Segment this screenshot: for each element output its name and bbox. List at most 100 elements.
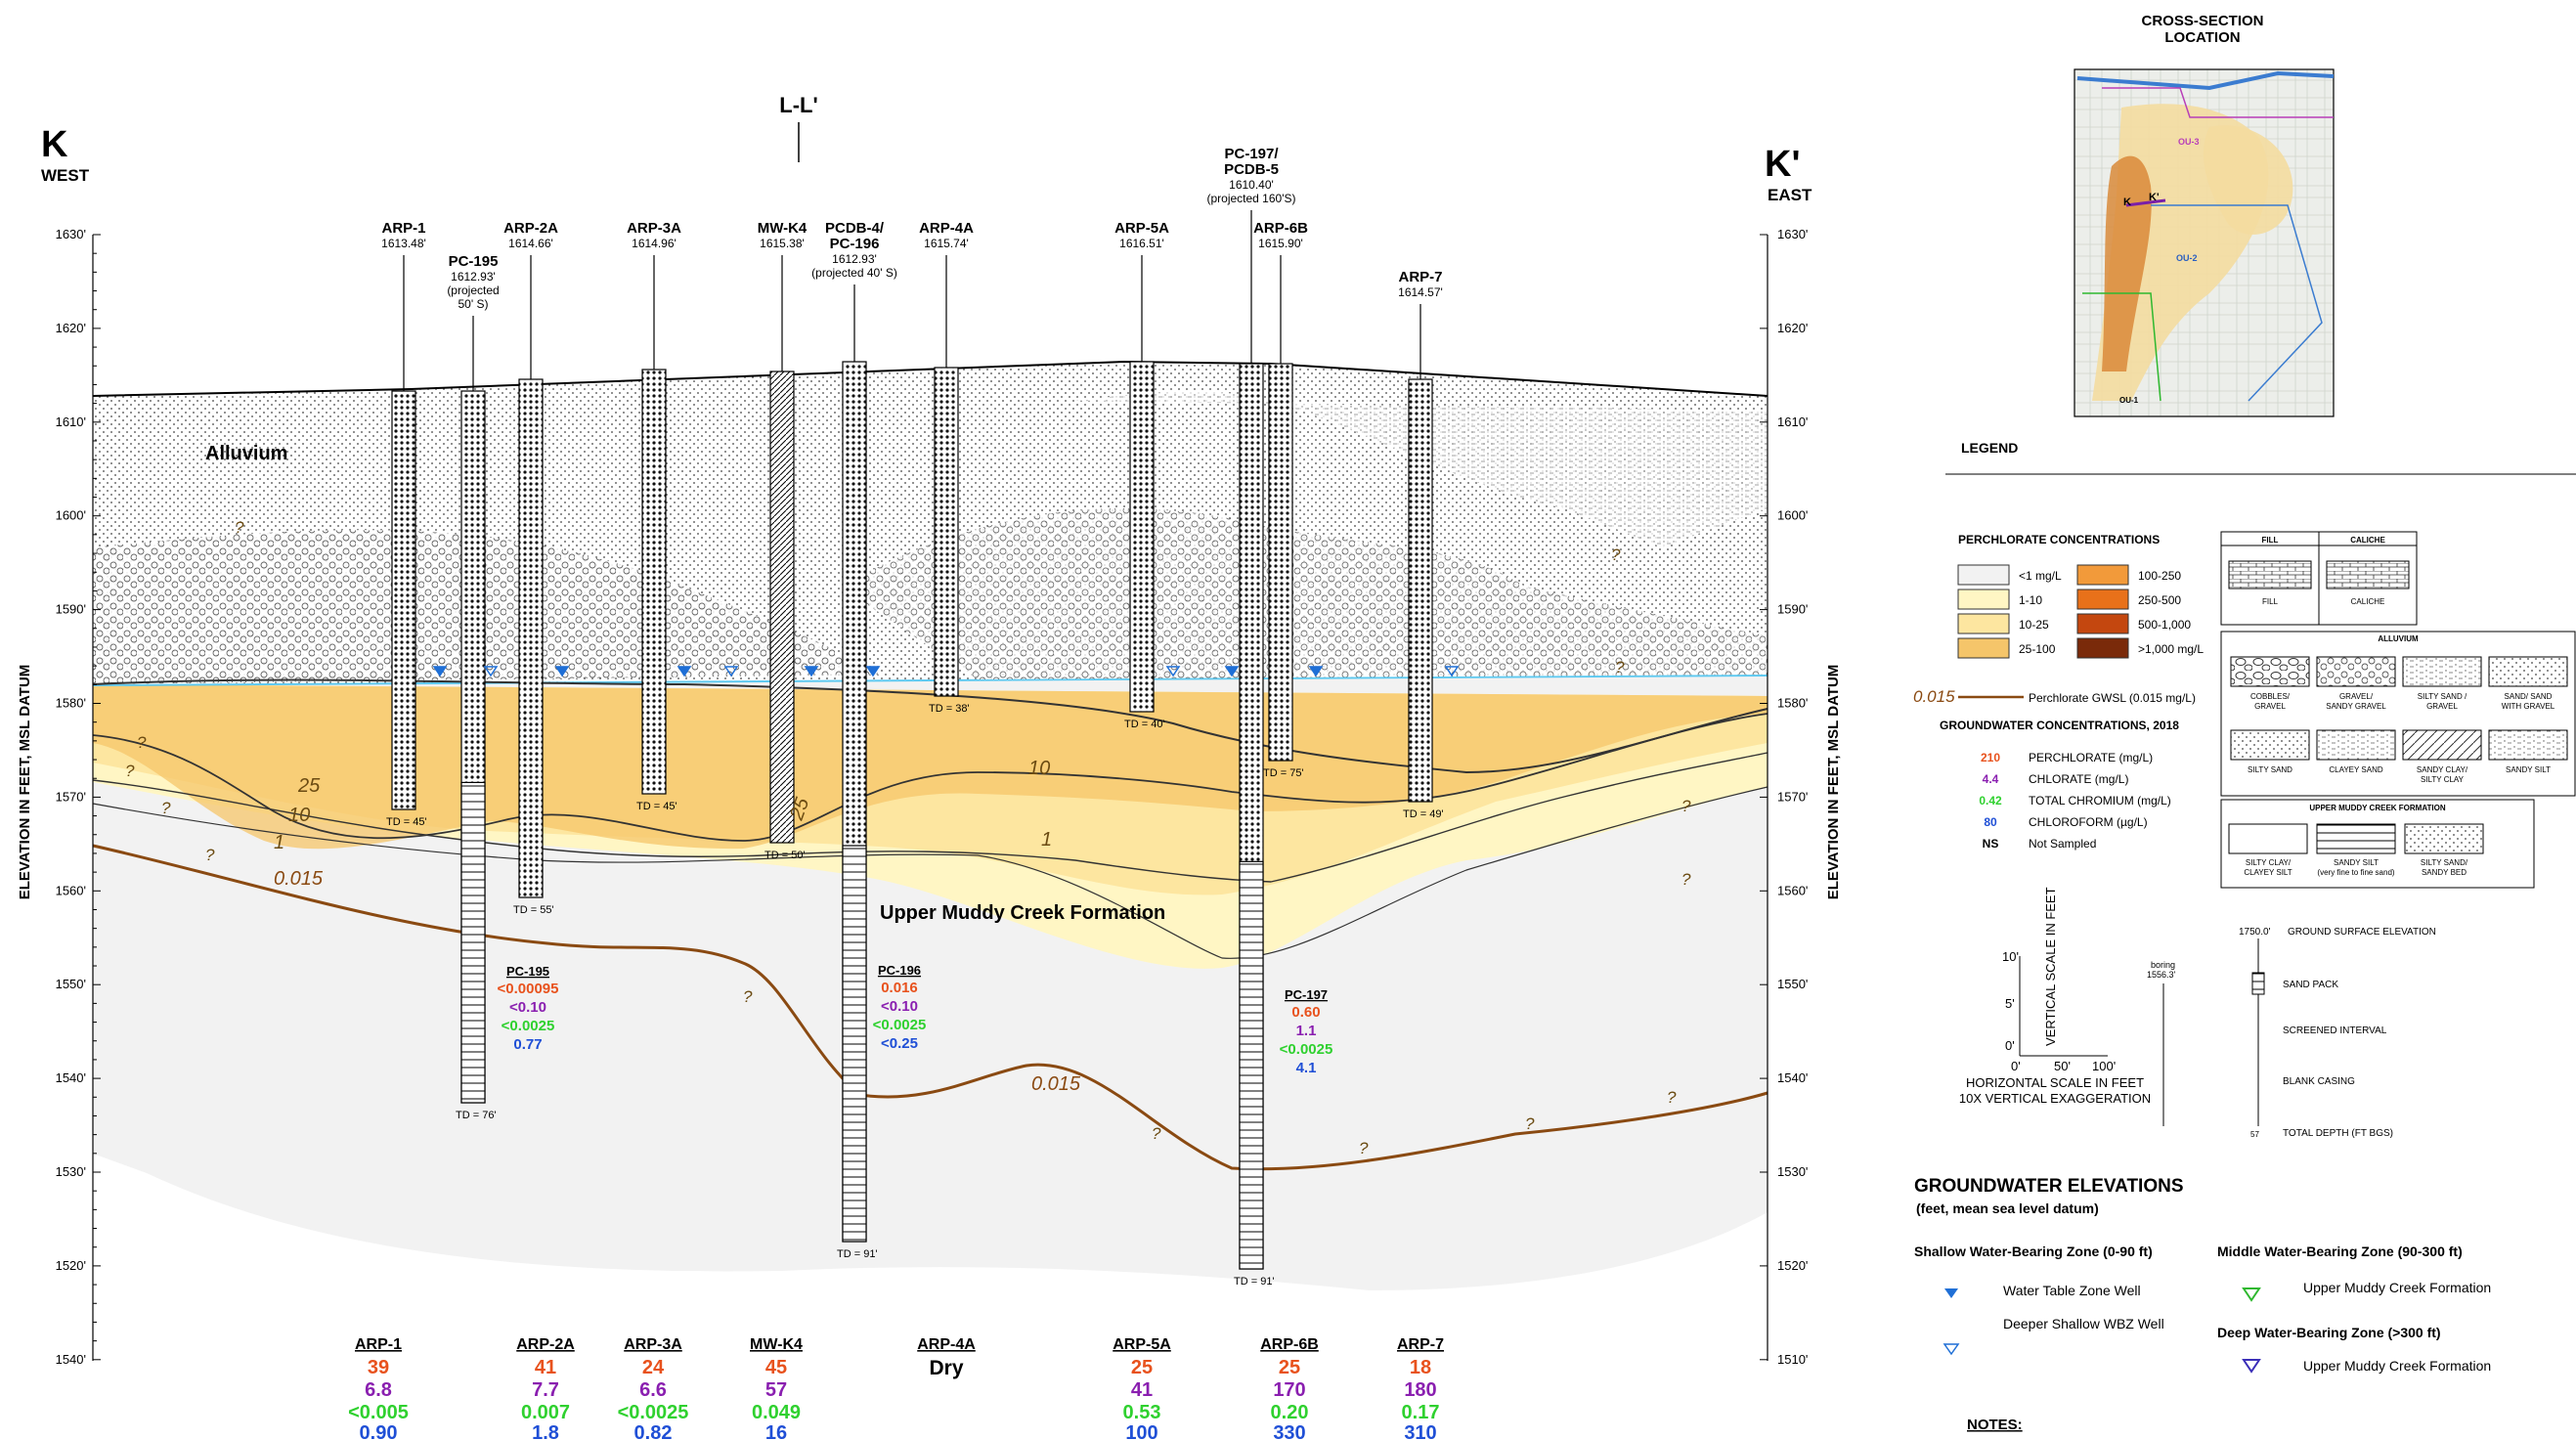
well-td: TD = 45'	[636, 801, 677, 812]
deep-chloroform: 0.77	[513, 1036, 542, 1053]
boring-elev: 1556.3'	[2147, 970, 2176, 980]
perc-swatch	[2076, 564, 2129, 586]
gravel-unit	[93, 530, 880, 684]
gwe-legend: GROUNDWATER ELEVATIONS (feet, mean sea l…	[1914, 1176, 2491, 1433]
result-chloroform: 310	[1404, 1422, 1436, 1440]
question-mark: ?	[161, 799, 171, 817]
gwsl-value: 0.015	[1913, 687, 1955, 706]
gwe-sub: (feet, mean sea level datum)	[1916, 1200, 2099, 1216]
middle-zone: Middle Water-Bearing Zone (90-300 ft)	[2217, 1244, 2463, 1259]
water-level-icon	[1308, 666, 1324, 677]
deep-perchlorate: 0.60	[1291, 1004, 1320, 1021]
inset-ou2: OU-2	[2176, 253, 2198, 263]
result-well-id: ARP-7	[1397, 1336, 1444, 1353]
deep-chromium: <0.0025	[873, 1017, 927, 1033]
left-tick-label: 1590'	[56, 602, 86, 617]
right-tick-label: 1550'	[1777, 977, 1808, 991]
result-well-id: ARP-1	[355, 1336, 402, 1353]
perc-label: 500-1,000	[2138, 618, 2191, 632]
question-mark: ?	[205, 846, 215, 864]
alluvium-legend: ALLUVIUM	[2220, 631, 2576, 797]
contour-10	[92, 752, 1768, 883]
well-elevation: 1610.40'	[1229, 178, 1274, 192]
umcf-swatch-label: SILTY SAND/	[2421, 858, 2468, 867]
umc1-label: Upper Muddy Creek Formation	[2303, 1280, 2491, 1295]
scale-bar: VERTICAL SCALE IN FEET 10' 5' 0' 0' 50' …	[1959, 887, 2151, 1106]
water-level-icon	[554, 666, 570, 677]
gwe-title: GROUNDWATER ELEVATIONS	[1914, 1176, 2184, 1197]
deep-chloroform: <0.25	[881, 1035, 918, 1052]
gw-legend-value: 0.42	[1979, 794, 2002, 807]
umcf-head: UPPER MUDDY CREEK FORMATION	[2309, 804, 2445, 812]
gwsl-legend: 0.015 Perchlorate GWSL (0.015 mg/L)	[1913, 687, 2196, 706]
alluvium-swatch-label: GRAVEL/	[2339, 692, 2374, 701]
water-level-icon	[677, 666, 692, 677]
alluvium-swatch-label: CLAYEY SAND	[2329, 765, 2383, 774]
umcf-swatch-label: SANDY BED	[2422, 868, 2467, 877]
result-well-id: ARP-3A	[624, 1336, 682, 1353]
water-level-icon	[804, 666, 819, 677]
perc-label: 10-25	[2019, 618, 2049, 632]
result-chlorate: 180	[1404, 1379, 1436, 1401]
result-perchlorate: 25	[1131, 1357, 1153, 1378]
well-td: TD = 45'	[386, 816, 427, 828]
inset-ou3: OU-3	[2178, 137, 2200, 147]
umcf-label: Upper Muddy Creek Formation	[880, 902, 1165, 924]
right-tick-label: 1630'	[1777, 227, 1808, 241]
deep-chromium: <0.0025	[1280, 1041, 1333, 1058]
well-id: ARP-6B	[1253, 220, 1308, 237]
right-tick-label: 1520'	[1777, 1258, 1808, 1273]
right-tick-label: 1620'	[1777, 321, 1808, 335]
well-td: TD = 75'	[1263, 767, 1304, 779]
result-chromium: 0.049	[752, 1402, 801, 1423]
deep-title: PC-197	[1285, 987, 1328, 1002]
well-column	[1408, 378, 1433, 803]
gw-legend-value: NS	[1983, 837, 1999, 851]
umcf-swatch-label: (very fine to fine sand)	[2317, 868, 2394, 877]
question-mark: ?	[1611, 545, 1621, 564]
inset-title-1: CROSS-SECTION	[2141, 13, 2263, 29]
result-well-id: ARP-4A	[917, 1336, 976, 1353]
umcf-swatch	[2404, 823, 2484, 854]
kprime-label: K'	[1765, 144, 1800, 185]
contour-label-10-b: 10	[1028, 758, 1050, 779]
deeper-shallow-icon	[1943, 1343, 1960, 1356]
well-elevation: 1616.51'	[1119, 237, 1164, 250]
right-tick-label: 1610'	[1777, 415, 1808, 429]
well-note: (projected	[447, 284, 499, 297]
well-id: ARP-7	[1398, 269, 1442, 285]
well-id: ARP-2A	[503, 220, 558, 237]
water-level-icon	[1224, 666, 1240, 677]
alluvium-swatch-label: SANDY CLAY/	[2417, 765, 2468, 774]
well-td: TD = 50'	[764, 850, 806, 861]
perc-label: 100-250	[2138, 569, 2181, 583]
result-chloroform: 100	[1125, 1422, 1157, 1440]
contour-label-1-b: 1	[1041, 829, 1052, 851]
result-chloroform: 330	[1273, 1422, 1305, 1440]
well-id: ARP-4A	[919, 220, 974, 237]
well-elevation: 1614.96'	[632, 237, 677, 250]
result-well-id: ARP-5A	[1113, 1336, 1171, 1353]
hs-tick-100: 100'	[2092, 1059, 2116, 1073]
umcf-swatch-label: CLAYEY SILT	[2244, 868, 2292, 877]
water-level-icon	[1444, 666, 1460, 677]
well-column	[1129, 361, 1155, 713]
inset-ou1: OU-1	[2119, 396, 2139, 405]
deep-wbz-icon	[2242, 1359, 2261, 1374]
result-chromium: 0.53	[1123, 1402, 1161, 1423]
contour-labels: 25 10 1 0.015 25 10 1 0.015	[274, 758, 1081, 1095]
question-mark: ?	[1525, 1114, 1535, 1133]
result-chromium: <0.005	[348, 1402, 409, 1423]
